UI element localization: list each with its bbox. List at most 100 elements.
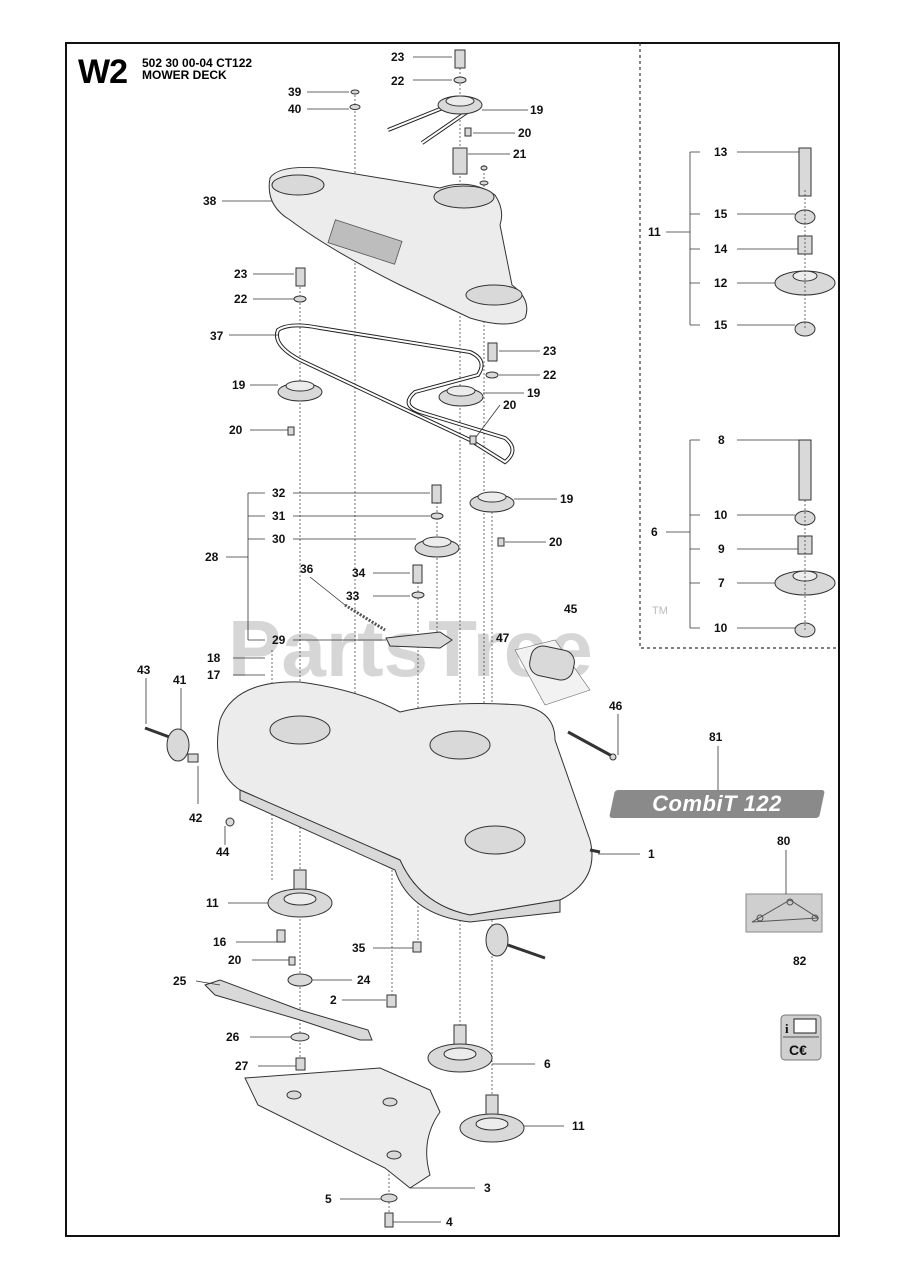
info-icon: i bbox=[785, 1021, 789, 1036]
spindle-kit-6 bbox=[774, 439, 836, 638]
callout: 22 bbox=[391, 74, 405, 88]
model-badge-text: CombiT 122 bbox=[652, 791, 782, 816]
callout: 12 bbox=[714, 276, 728, 290]
deck-handle bbox=[589, 848, 601, 854]
manual-ce-decal: i C€ bbox=[780, 1014, 822, 1061]
callout: 32 bbox=[272, 486, 286, 500]
roller-assembly bbox=[514, 639, 617, 761]
callout: 23 bbox=[543, 344, 557, 358]
callout: 14 bbox=[714, 242, 728, 256]
callout: 15 bbox=[714, 207, 728, 221]
cover-pulley-well bbox=[465, 284, 523, 306]
pulleys bbox=[277, 267, 515, 558]
callout: 18 bbox=[207, 651, 221, 665]
callout: 19 bbox=[232, 378, 246, 392]
callout: 19 bbox=[560, 492, 574, 506]
callout: 22 bbox=[234, 292, 248, 306]
callout: 30 bbox=[272, 532, 286, 546]
deck-spindle-hole bbox=[429, 730, 491, 760]
callout: 21 bbox=[513, 147, 527, 161]
part-number: 502 30 00-04 CT122 bbox=[142, 56, 253, 70]
cover-pulley-well bbox=[271, 174, 325, 196]
callout: 2 bbox=[330, 993, 337, 1007]
callout: 81 bbox=[709, 730, 723, 744]
assembly-title: MOWER DECK bbox=[142, 68, 227, 82]
callout: 34 bbox=[352, 566, 366, 580]
callout: 16 bbox=[213, 935, 227, 949]
callout: 3 bbox=[484, 1181, 491, 1195]
callout: 27 bbox=[235, 1059, 249, 1073]
leader-lines bbox=[145, 56, 799, 1223]
callout: 22 bbox=[543, 368, 557, 382]
callout: 5 bbox=[325, 1192, 332, 1206]
diagram-frame bbox=[65, 42, 840, 1237]
callout: 25 bbox=[173, 974, 187, 988]
deck-spindle-hole bbox=[269, 715, 331, 745]
mower-blade bbox=[204, 979, 373, 1041]
callout: 19 bbox=[530, 103, 544, 117]
callout: 11 bbox=[648, 225, 661, 239]
callout: 31 bbox=[272, 509, 286, 523]
callout: 6 bbox=[544, 1057, 551, 1071]
spindle-kit-11 bbox=[774, 147, 836, 337]
callout: 4 bbox=[446, 1215, 453, 1229]
callout: 20 bbox=[503, 398, 517, 412]
cover-label-area bbox=[327, 219, 403, 265]
deck-wheels bbox=[144, 726, 546, 960]
callout: 8 bbox=[718, 433, 725, 447]
tensioner-arm bbox=[344, 564, 453, 649]
callout: 10 bbox=[714, 508, 728, 522]
callout: 82 bbox=[793, 954, 807, 968]
trademark: TM bbox=[652, 605, 668, 617]
callout: 20 bbox=[228, 953, 242, 967]
callout: 40 bbox=[288, 102, 302, 116]
callout: 29 bbox=[272, 633, 286, 647]
callout: 20 bbox=[518, 126, 532, 140]
kit-dashed-border bbox=[639, 43, 838, 649]
callout: 33 bbox=[346, 589, 360, 603]
callout: 7 bbox=[718, 576, 725, 590]
blade-guard bbox=[244, 1067, 441, 1189]
callout: 24 bbox=[357, 973, 371, 987]
callout: 15 bbox=[714, 318, 728, 332]
callout: 38 bbox=[203, 194, 217, 208]
guard-boss bbox=[382, 1097, 398, 1107]
callout: 11 bbox=[206, 896, 219, 910]
figure-code: W2 bbox=[78, 53, 128, 91]
callout: 17 bbox=[207, 668, 221, 682]
kit-brackets bbox=[226, 151, 700, 641]
callout: 13 bbox=[714, 145, 728, 159]
callout: 42 bbox=[189, 811, 203, 825]
deck-spindle-hole bbox=[464, 825, 526, 855]
guard-washer bbox=[380, 1193, 398, 1203]
callout: 28 bbox=[205, 550, 219, 564]
spindle-assemblies bbox=[267, 869, 525, 1143]
callout: 23 bbox=[234, 267, 248, 281]
model-badge: CombiT 122 bbox=[609, 790, 825, 818]
guard-bolt bbox=[384, 1212, 394, 1228]
callout: 6 bbox=[651, 525, 658, 539]
callout: 47 bbox=[496, 631, 510, 645]
blade-washer bbox=[290, 1032, 310, 1042]
callout: 23 bbox=[391, 50, 405, 64]
callout: 45 bbox=[564, 602, 578, 616]
cover-pulley-well bbox=[433, 185, 495, 209]
callout: 1 bbox=[648, 847, 655, 861]
callout: 26 bbox=[226, 1030, 240, 1044]
callout: 46 bbox=[609, 699, 623, 713]
callout: 36 bbox=[300, 562, 314, 576]
deck-skirt bbox=[239, 789, 561, 923]
callout: 11 bbox=[572, 1119, 585, 1133]
ce-mark: C€ bbox=[789, 1042, 807, 1058]
callout-numbers: 23 22 39 40 19 20 21 38 23 22 37 23 22 1… bbox=[137, 50, 807, 1229]
top-pulley-group bbox=[349, 49, 489, 186]
callout: 41 bbox=[173, 673, 187, 687]
callout: 39 bbox=[288, 85, 302, 99]
callout: 43 bbox=[137, 663, 151, 677]
callout: 10 bbox=[714, 621, 728, 635]
blade-bolt bbox=[295, 1057, 306, 1071]
callout: 9 bbox=[718, 542, 725, 556]
callout: 20 bbox=[549, 535, 563, 549]
callout: 80 bbox=[777, 834, 791, 848]
